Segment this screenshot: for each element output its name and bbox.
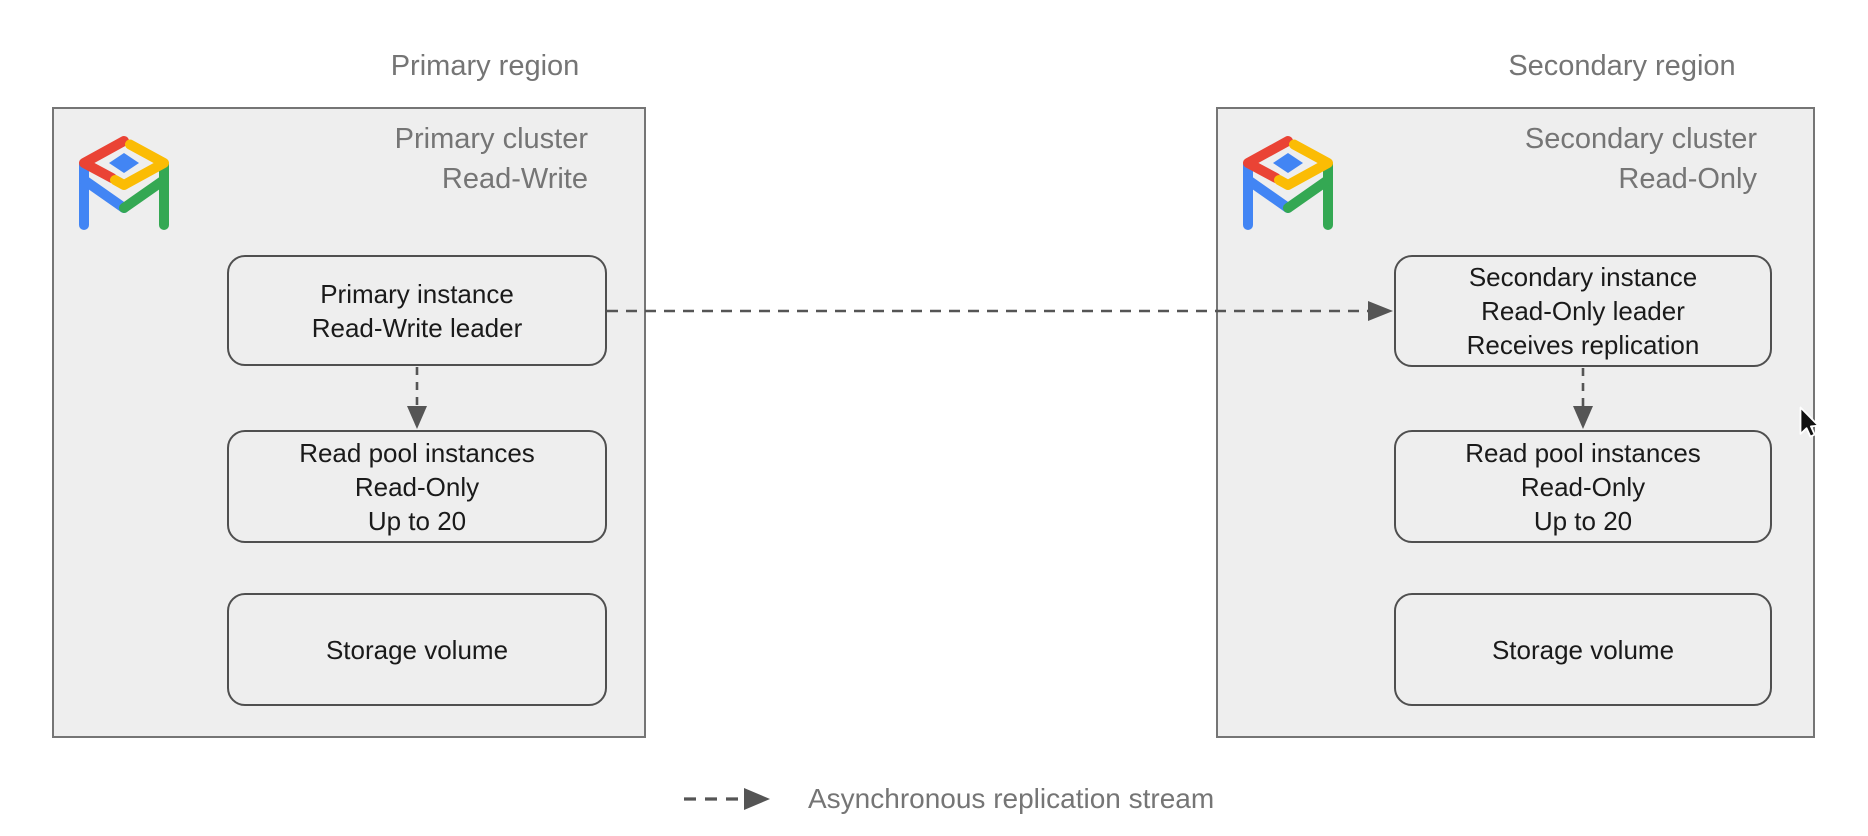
node-line: Up to 20 xyxy=(1533,505,1633,536)
node-secondary-instance[interactable]: Secondary instance Read-Only leader Rece… xyxy=(1394,255,1772,367)
node-line: Storage volume xyxy=(1491,634,1675,665)
node-primary-read-pool[interactable]: Read pool instances Read-Only Up to 20 xyxy=(227,430,607,543)
node-line: Receives replication xyxy=(1466,330,1700,360)
node-primary-storage-volume[interactable]: Storage volume xyxy=(227,593,607,706)
legend-label: Asynchronous replication stream xyxy=(808,783,1215,814)
node-secondary-storage-volume[interactable]: Storage volume xyxy=(1394,593,1772,706)
alloydb-icon xyxy=(79,136,169,230)
node-secondary-read-pool[interactable]: Read pool instances Read-Only Up to 20 xyxy=(1394,430,1772,543)
region-label-secondary: Secondary region xyxy=(1508,50,1736,82)
cluster-title-secondary: Secondary cluster Read-Only xyxy=(1407,119,1757,199)
cluster-title-line: Read-Write xyxy=(441,163,588,195)
legend-arrow-sample xyxy=(684,788,770,810)
cluster-title-line: Primary cluster xyxy=(394,123,588,155)
node-line: Secondary instance xyxy=(1468,262,1698,292)
cluster-title-line: Read-Only xyxy=(1618,163,1757,195)
node-line: Read-Only xyxy=(354,471,480,502)
node-line: Read-Only xyxy=(1520,471,1646,502)
node-line: Storage volume xyxy=(325,634,509,665)
region-label-primary: Primary region xyxy=(390,50,580,82)
cluster-title-line: Secondary cluster xyxy=(1524,123,1757,155)
node-line: Read-Write leader xyxy=(311,312,523,343)
node-line: Up to 20 xyxy=(367,505,467,536)
node-line: Read pool instances xyxy=(1465,437,1701,468)
node-primary-instance[interactable]: Primary instance Read-Write leader xyxy=(227,255,607,366)
node-line: Read-Only leader xyxy=(1481,296,1685,326)
alloydb-icon xyxy=(1243,136,1333,230)
cluster-title-primary: Primary cluster Read-Write xyxy=(238,119,588,199)
node-line: Primary instance xyxy=(320,278,514,309)
node-line: Read pool instances xyxy=(299,437,535,468)
